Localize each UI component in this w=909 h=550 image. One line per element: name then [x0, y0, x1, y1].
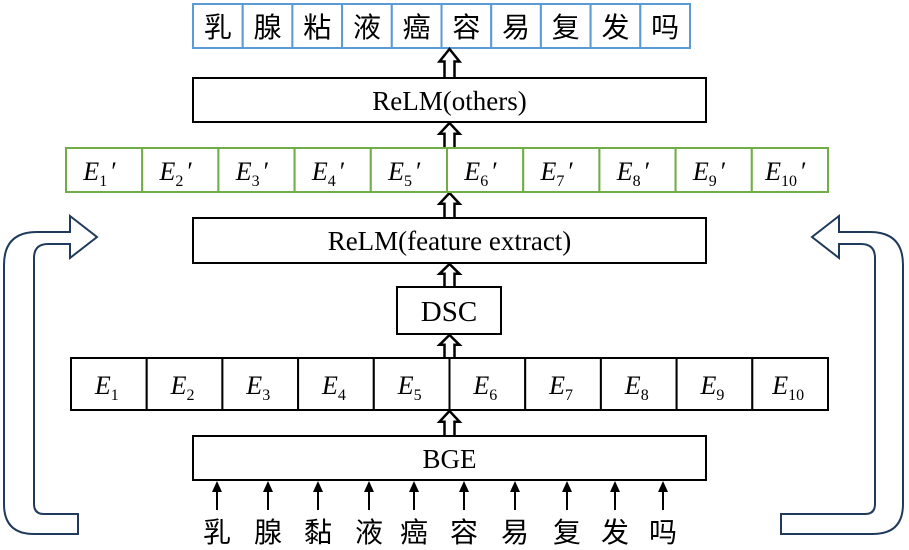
arrow-head-icon	[263, 481, 273, 492]
output-token: 粘	[303, 11, 331, 44]
right-loop-arrow	[780, 213, 904, 535]
prime-embedding-label: E4′	[311, 157, 346, 190]
output-token-cell	[390, 3, 443, 49]
prime-embedding-cell	[522, 147, 601, 193]
left-loop-arrow	[3, 213, 99, 535]
arrow-head-icon	[610, 481, 620, 492]
input-token: 癌	[400, 516, 428, 549]
output-token-cell	[241, 3, 294, 49]
output-token: 腺	[254, 11, 282, 44]
dsc-label: DSC	[421, 296, 477, 328]
embedding-cell	[599, 357, 678, 411]
output-token-cell	[291, 3, 344, 49]
up-arrow-icon	[436, 191, 463, 218]
embedding-label: E1	[94, 371, 119, 404]
embedding-cell	[297, 357, 375, 411]
input-token: 易	[501, 516, 529, 549]
dsc-block: DSC	[396, 286, 502, 335]
output-token: 液	[353, 11, 381, 44]
output-token: 吗	[651, 11, 679, 44]
prime-embedding-label: E2′	[159, 157, 194, 190]
prime-embedding-label: E8′	[616, 157, 651, 190]
prime-embedding-cell	[141, 147, 220, 193]
embedding-label: E7	[548, 371, 573, 404]
embedding-cell	[524, 357, 602, 411]
embedding-label: E8	[624, 371, 649, 404]
prime-embedding-label: E7′	[540, 157, 575, 190]
input-token: 复	[553, 516, 581, 549]
prime-embedding-cell	[369, 147, 448, 193]
arrow-head-icon	[562, 481, 572, 492]
embedding-label: E10	[771, 371, 804, 404]
embedding-label: E6	[472, 371, 497, 404]
input-arrows	[212, 481, 668, 510]
up-arrow-icon	[436, 121, 463, 148]
input-token-row: 乳腺黏液癌容易复发吗	[203, 516, 677, 549]
input-token: 黏	[304, 516, 332, 549]
arrow-head-icon	[510, 481, 520, 492]
prime-embedding-label: E6′	[463, 157, 498, 190]
input-token: 吗	[649, 516, 677, 549]
arrow-head-icon	[212, 481, 222, 492]
arrow-head-icon	[409, 481, 419, 492]
up-arrow-icon	[436, 409, 463, 436]
output-token: 易	[502, 11, 530, 44]
embedding-cell	[751, 357, 829, 411]
output-token: 容	[452, 11, 480, 44]
prime-embedding-cell	[65, 147, 144, 193]
embedding-label: E3	[245, 371, 270, 404]
relm-others-label: ReLM(others)	[372, 86, 526, 116]
arrow-head-icon	[313, 481, 323, 492]
arrow-head-icon	[364, 481, 374, 492]
relm-feature-label: ReLM(feature extract)	[328, 226, 572, 256]
input-token: 液	[355, 516, 383, 549]
output-token-cell	[589, 3, 642, 49]
prime-embedding-cell	[674, 147, 753, 193]
prime-embedding-cell	[598, 147, 677, 193]
input-token: 发	[601, 516, 629, 549]
embedding-label: E5	[397, 371, 422, 404]
output-token: 乳	[204, 11, 232, 44]
prime-embedding-label: E3′	[235, 157, 270, 190]
input-token: 腺	[254, 516, 282, 549]
embedding-cell	[145, 357, 224, 411]
bge-block: BGE	[192, 435, 707, 481]
embedding-label: E9	[700, 371, 725, 404]
embedding-label: E2	[170, 371, 195, 404]
arrow-head-icon	[658, 481, 668, 492]
up-arrow-icon	[436, 262, 463, 287]
up-arrow-icon	[436, 333, 463, 358]
prime-embedding-row: E1′ E2′ E3′ E4′ E5′ E6′ E7′ E8′ E9′ E10′	[65, 147, 829, 193]
input-token: 乳	[203, 516, 231, 549]
prime-embedding-cell	[293, 147, 372, 193]
prime-embedding-cell	[217, 147, 296, 193]
prime-embedding-label: E1′	[82, 157, 117, 190]
embedding-cell	[70, 357, 148, 411]
output-token: 发	[601, 11, 629, 44]
arrow-head-icon	[459, 481, 469, 492]
relm-feature-block: ReLM(feature extract)	[192, 217, 707, 264]
output-token-cell	[639, 3, 691, 49]
output-token: 复	[552, 11, 580, 44]
output-token-cell	[440, 3, 493, 49]
prime-embedding-label: E10′	[764, 157, 807, 190]
relm-others-block: ReLM(others)	[192, 77, 707, 123]
prime-embedding-label: E5′	[387, 157, 422, 190]
input-token: 容	[450, 516, 478, 549]
prime-embedding-label: E9′	[692, 157, 727, 190]
embedding-label: E4	[321, 371, 346, 404]
output-token-cell	[490, 3, 542, 49]
output-token-cell	[539, 3, 592, 49]
bge-label: BGE	[423, 444, 477, 474]
output-token-row: 乳腺粘液癌容易复发吗	[192, 3, 691, 49]
output-token-cell	[192, 3, 244, 49]
output-token: 癌	[403, 11, 431, 44]
up-arrow-icon	[436, 46, 463, 78]
prime-embedding-cell	[750, 147, 829, 193]
embedding-cell	[675, 357, 754, 411]
embedding-row: E1 E2 E3 E4 E5 E6 E7 E8 E9 E10	[70, 357, 829, 411]
